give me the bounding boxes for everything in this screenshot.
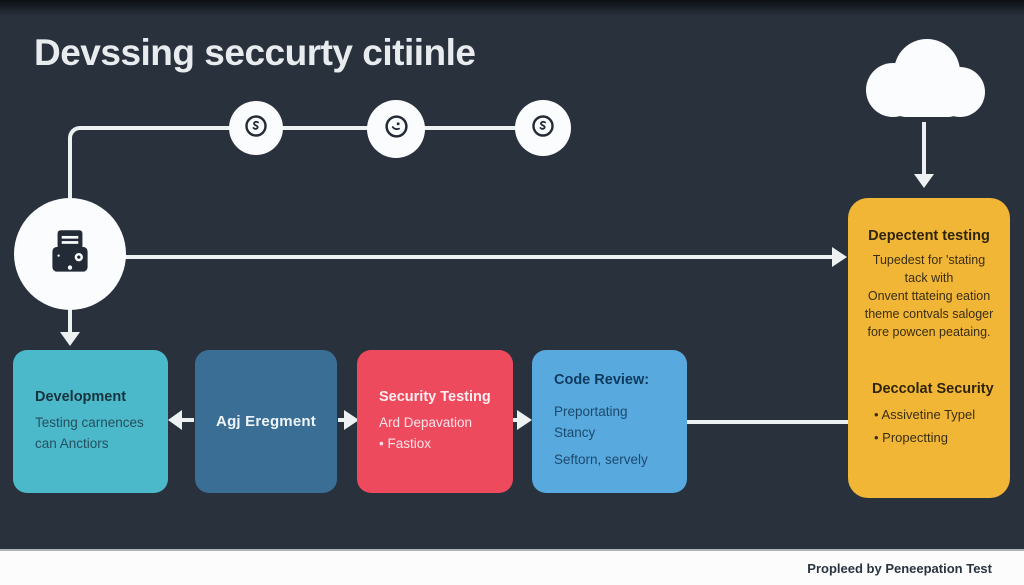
panel-line: tack with [904,271,954,285]
box-security-testing: Security Testing Ard Depavation • Fastio… [357,350,513,493]
clock-icon [383,113,410,145]
box-title: Agj Eregment [216,413,316,430]
pipeline-node-2 [367,100,425,158]
box2-to-box1-arrowhead [168,410,182,430]
panel-line: fore powcen peataing. [867,325,991,339]
box3-to-box4-line [513,418,520,422]
footer: Propleed by Peneepation Test [0,549,1024,585]
box-title: Development [35,388,127,405]
panel-section-testing: Depectent testing Tupedest for 'stating … [862,228,996,341]
s-curl-icon [530,113,556,144]
cloud-down-arrowhead [914,174,934,188]
panel-bullet: • Propectting [874,429,948,445]
box-agj-eregment: Agj Eregment [195,350,337,493]
box-line: Testing carnences [35,414,144,430]
panel-section-title: Depectent testing [868,228,990,244]
pipeline-connector-line [68,126,546,218]
source-down-arrowhead [60,332,80,346]
panel-section-security: Deccolat Security • Assivetine Typel • P… [862,381,996,450]
source-down-line [68,306,72,334]
page-title: Devssing seccurty citiinle [34,32,476,73]
pipeline-node-3 [515,100,571,156]
box-development: Development Testing carnences can Anctio… [13,350,168,493]
panel-line: theme contvals saloger [864,307,994,321]
box4-to-panel-line [687,420,848,424]
source-to-panel-line [122,255,834,259]
pipeline-node-1 [229,101,283,155]
box-line: can Anctiors [35,435,109,451]
box-line: Preportating Stancy [554,404,628,441]
box-title: Code Review: [554,372,650,389]
printer-icon [41,223,99,286]
box-line: Ard Depavation [379,414,473,430]
box-line: • Fastiox [379,435,431,451]
cloud-icon [853,30,997,133]
box2-to-box1-line [178,418,194,422]
box-title: Security Testing [379,388,491,405]
s-curl-icon [243,113,269,144]
source-to-panel-arrowhead [832,247,847,267]
side-panel: Depectent testing Tupedest for 'stating … [848,198,1010,498]
panel-bullet: • Assivetine Typel [874,407,976,422]
panel-line: Onvent ttateing eation [867,289,991,303]
cloud-down-line [922,122,926,176]
panel-line: Tupedest for 'stating [872,253,986,267]
box2-to-box3-arrowhead [344,410,359,430]
box2-to-box3-line [338,418,347,422]
box-code-review: Code Review: Preportating Stancy Seftorn… [532,350,687,493]
panel-section-title: Deccolat Security [872,381,994,397]
box-line: Seftorn, servely [554,451,648,467]
footer-text: Propleed by Peneepation Test [807,560,992,576]
box3-to-box4-arrowhead [517,410,532,430]
source-node [14,198,126,310]
